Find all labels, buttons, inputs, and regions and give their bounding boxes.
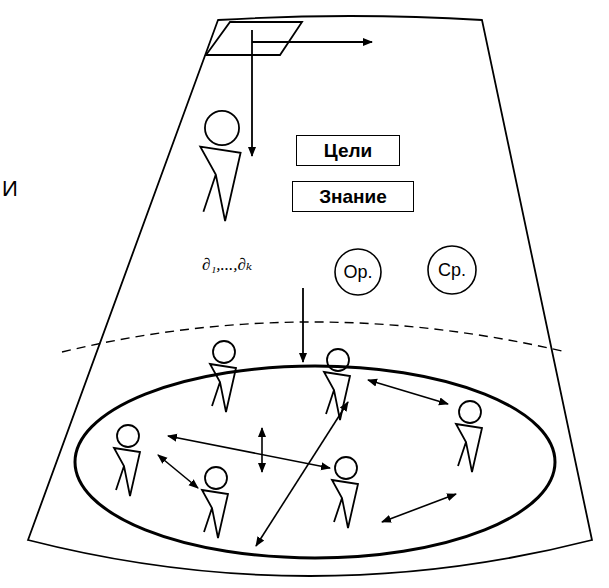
back-arc [62,322,566,352]
text-box: Знание [292,181,414,212]
person-figure [202,467,228,538]
group-ellipse [75,366,555,558]
person-figure [332,457,358,528]
label: И [2,176,18,202]
label: ∂₁,...,∂ₖ [202,254,252,275]
plane-symbol [206,22,302,55]
node-text: Знание [319,186,387,208]
interaction-arrows [158,380,456,546]
control-arrow [302,288,304,362]
node-text: Ср. [438,260,466,281]
node-text: Ор. [343,262,372,283]
people [114,111,482,538]
text-box: Цели [296,135,400,166]
person-figure [324,349,350,420]
text-circle: Ор. [334,248,382,296]
text-circle: Ср. [427,245,477,295]
person-figure [200,111,240,221]
plane-arrow [251,30,253,156]
node-text: Цели [324,140,372,162]
plane-arrow [252,41,372,43]
person-figure [456,401,482,472]
person-figure [114,425,140,496]
cone-outline [28,16,592,576]
person-figure [210,341,236,412]
